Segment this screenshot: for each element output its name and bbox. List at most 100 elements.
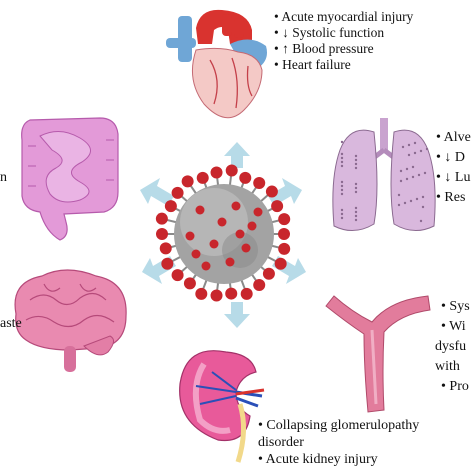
- lung-alveolus-dot: [354, 206, 358, 210]
- heart-effect-4: • Heart failure: [274, 57, 351, 72]
- lung-alveolus-dot: [354, 186, 358, 190]
- virus-spike: [210, 166, 223, 179]
- coronavirus-illustration: [155, 164, 291, 302]
- lung-alveolus-dot: [407, 153, 411, 157]
- lung-alveolus-dot: [409, 199, 413, 203]
- virus-spike: [278, 228, 290, 240]
- lung-effect-2: • ↓ D: [436, 150, 466, 165]
- heart-effect-2: • ↓ Systolic function: [274, 25, 385, 40]
- lung-alveolus-dot: [407, 143, 411, 147]
- heart-effect-3: • ↑ Blood pressure: [274, 41, 374, 56]
- lung-alveolus-dot: [354, 162, 358, 166]
- arrow-down: [224, 302, 250, 328]
- vessel-effect-1: • Sys: [441, 299, 470, 314]
- intestine-illustration: [21, 117, 119, 241]
- virus-spike: [171, 186, 184, 199]
- heart-illustration: [166, 9, 267, 119]
- lung-alveolus-dot: [399, 169, 403, 173]
- virus-surface-protein: [217, 217, 227, 227]
- heart-effects-list: • Acute myocardial injury • ↓ Systolic f…: [274, 9, 413, 73]
- lung-alveolus-dot: [354, 182, 358, 186]
- virus-spike: [253, 176, 266, 189]
- lung-alveolus-dot: [397, 203, 401, 207]
- intestine-effect-1: n: [0, 170, 7, 185]
- arrow-upper-left: [140, 178, 174, 206]
- lung-effect-4: • Res: [436, 190, 466, 205]
- lung-alveolus-dot: [401, 145, 405, 149]
- lung-alveolus-dot: [419, 219, 423, 223]
- lung-alveolus-dot: [405, 177, 409, 181]
- vessel-effect-3: dysfu: [435, 339, 467, 354]
- virus-spike: [196, 171, 209, 184]
- lung-alveolus-dot: [419, 149, 423, 153]
- vessel-effect-2: • Wi: [441, 319, 466, 334]
- virus-surface-protein: [253, 207, 263, 217]
- virus-surface-protein: [241, 243, 251, 253]
- virus-spike: [278, 213, 291, 226]
- lung-alveolus-dot: [340, 152, 344, 156]
- lung-alveolus-dot: [421, 195, 425, 199]
- virus-surface-protein: [235, 229, 245, 239]
- brain-illustration: [14, 269, 127, 372]
- kidney-effects-list: • Collapsing glomerulopathy disorder • A…: [258, 417, 419, 468]
- virus-spike: [253, 279, 266, 292]
- virus-surface-protein: [225, 257, 235, 267]
- virus-spike: [271, 200, 284, 213]
- lung-alveolus-dot: [340, 216, 344, 220]
- brain-effect-1: aste: [0, 316, 22, 331]
- lung-alveolus-dot: [340, 184, 344, 188]
- virus-surface-protein: [185, 231, 195, 241]
- virus-spike: [240, 287, 253, 300]
- lung-alveolus-dot: [399, 179, 403, 183]
- arrow-upper-right: [268, 178, 302, 206]
- virus-spike: [225, 287, 238, 300]
- lung-alveolus-dot: [340, 140, 344, 144]
- lung-alveolus-dot: [340, 160, 344, 164]
- virus-spike: [265, 185, 278, 198]
- virus-spike: [159, 242, 172, 255]
- lung-alveolus-dot: [354, 190, 358, 194]
- virus-surface-protein: [209, 239, 219, 249]
- lung-alveolus-dot: [340, 188, 344, 192]
- lung-alveolus-dot: [354, 158, 358, 162]
- virus-surface-protein: [247, 221, 257, 231]
- virus-surface-protein: [191, 249, 201, 259]
- lung-alveolus-dot: [340, 164, 344, 168]
- virus-spike: [274, 257, 287, 270]
- lung-alveolus-dot: [423, 171, 427, 175]
- lung-alveolus-dot: [354, 154, 358, 158]
- virus-surface-protein: [231, 201, 241, 211]
- arrow-up: [224, 142, 250, 168]
- lung-alveolus-dot: [403, 201, 407, 205]
- kidney-effect-1: • Collapsing glomerulopathy: [258, 418, 420, 433]
- lung-alveolus-dot: [354, 214, 358, 218]
- lung-alveolus-dot: [417, 173, 421, 177]
- lungs-illustration: [332, 118, 436, 231]
- vessel-effects-list: • Sys • Wi dysfu with • Pro: [435, 297, 470, 397]
- lung-alveolus-dot: [421, 205, 425, 209]
- lung-alveolus-dot: [340, 192, 344, 196]
- virus-spike: [262, 267, 275, 280]
- lung-alveolus-dot: [425, 147, 429, 151]
- virus-spike: [195, 287, 208, 300]
- virus-spike: [239, 171, 252, 184]
- kidney-effect-3: • Acute kidney injury: [258, 452, 378, 467]
- virus-surface-protein: [195, 205, 205, 215]
- lung-alveolus-dot: [397, 193, 401, 197]
- virus-spike: [161, 257, 174, 270]
- lung-alveolus-dot: [354, 166, 358, 170]
- lung-alveolus-dot: [413, 151, 417, 155]
- heart-effect-1: • Acute myocardial injury: [274, 9, 414, 24]
- lung-alveolus-dot: [411, 175, 415, 179]
- virus-spike: [210, 289, 223, 302]
- lung-alveolus-dot: [340, 180, 344, 184]
- lung-effect-1: • Alve: [436, 130, 471, 145]
- lung-alveolus-dot: [415, 197, 419, 201]
- virus-spike: [183, 277, 196, 290]
- brain-effects-list: aste: [0, 316, 22, 332]
- lung-alveolus-dot: [354, 210, 358, 214]
- lung-effect-3: • ↓ Lu: [436, 170, 471, 185]
- lung-alveolus-dot: [411, 165, 415, 169]
- lung-alveolus-dot: [340, 208, 344, 212]
